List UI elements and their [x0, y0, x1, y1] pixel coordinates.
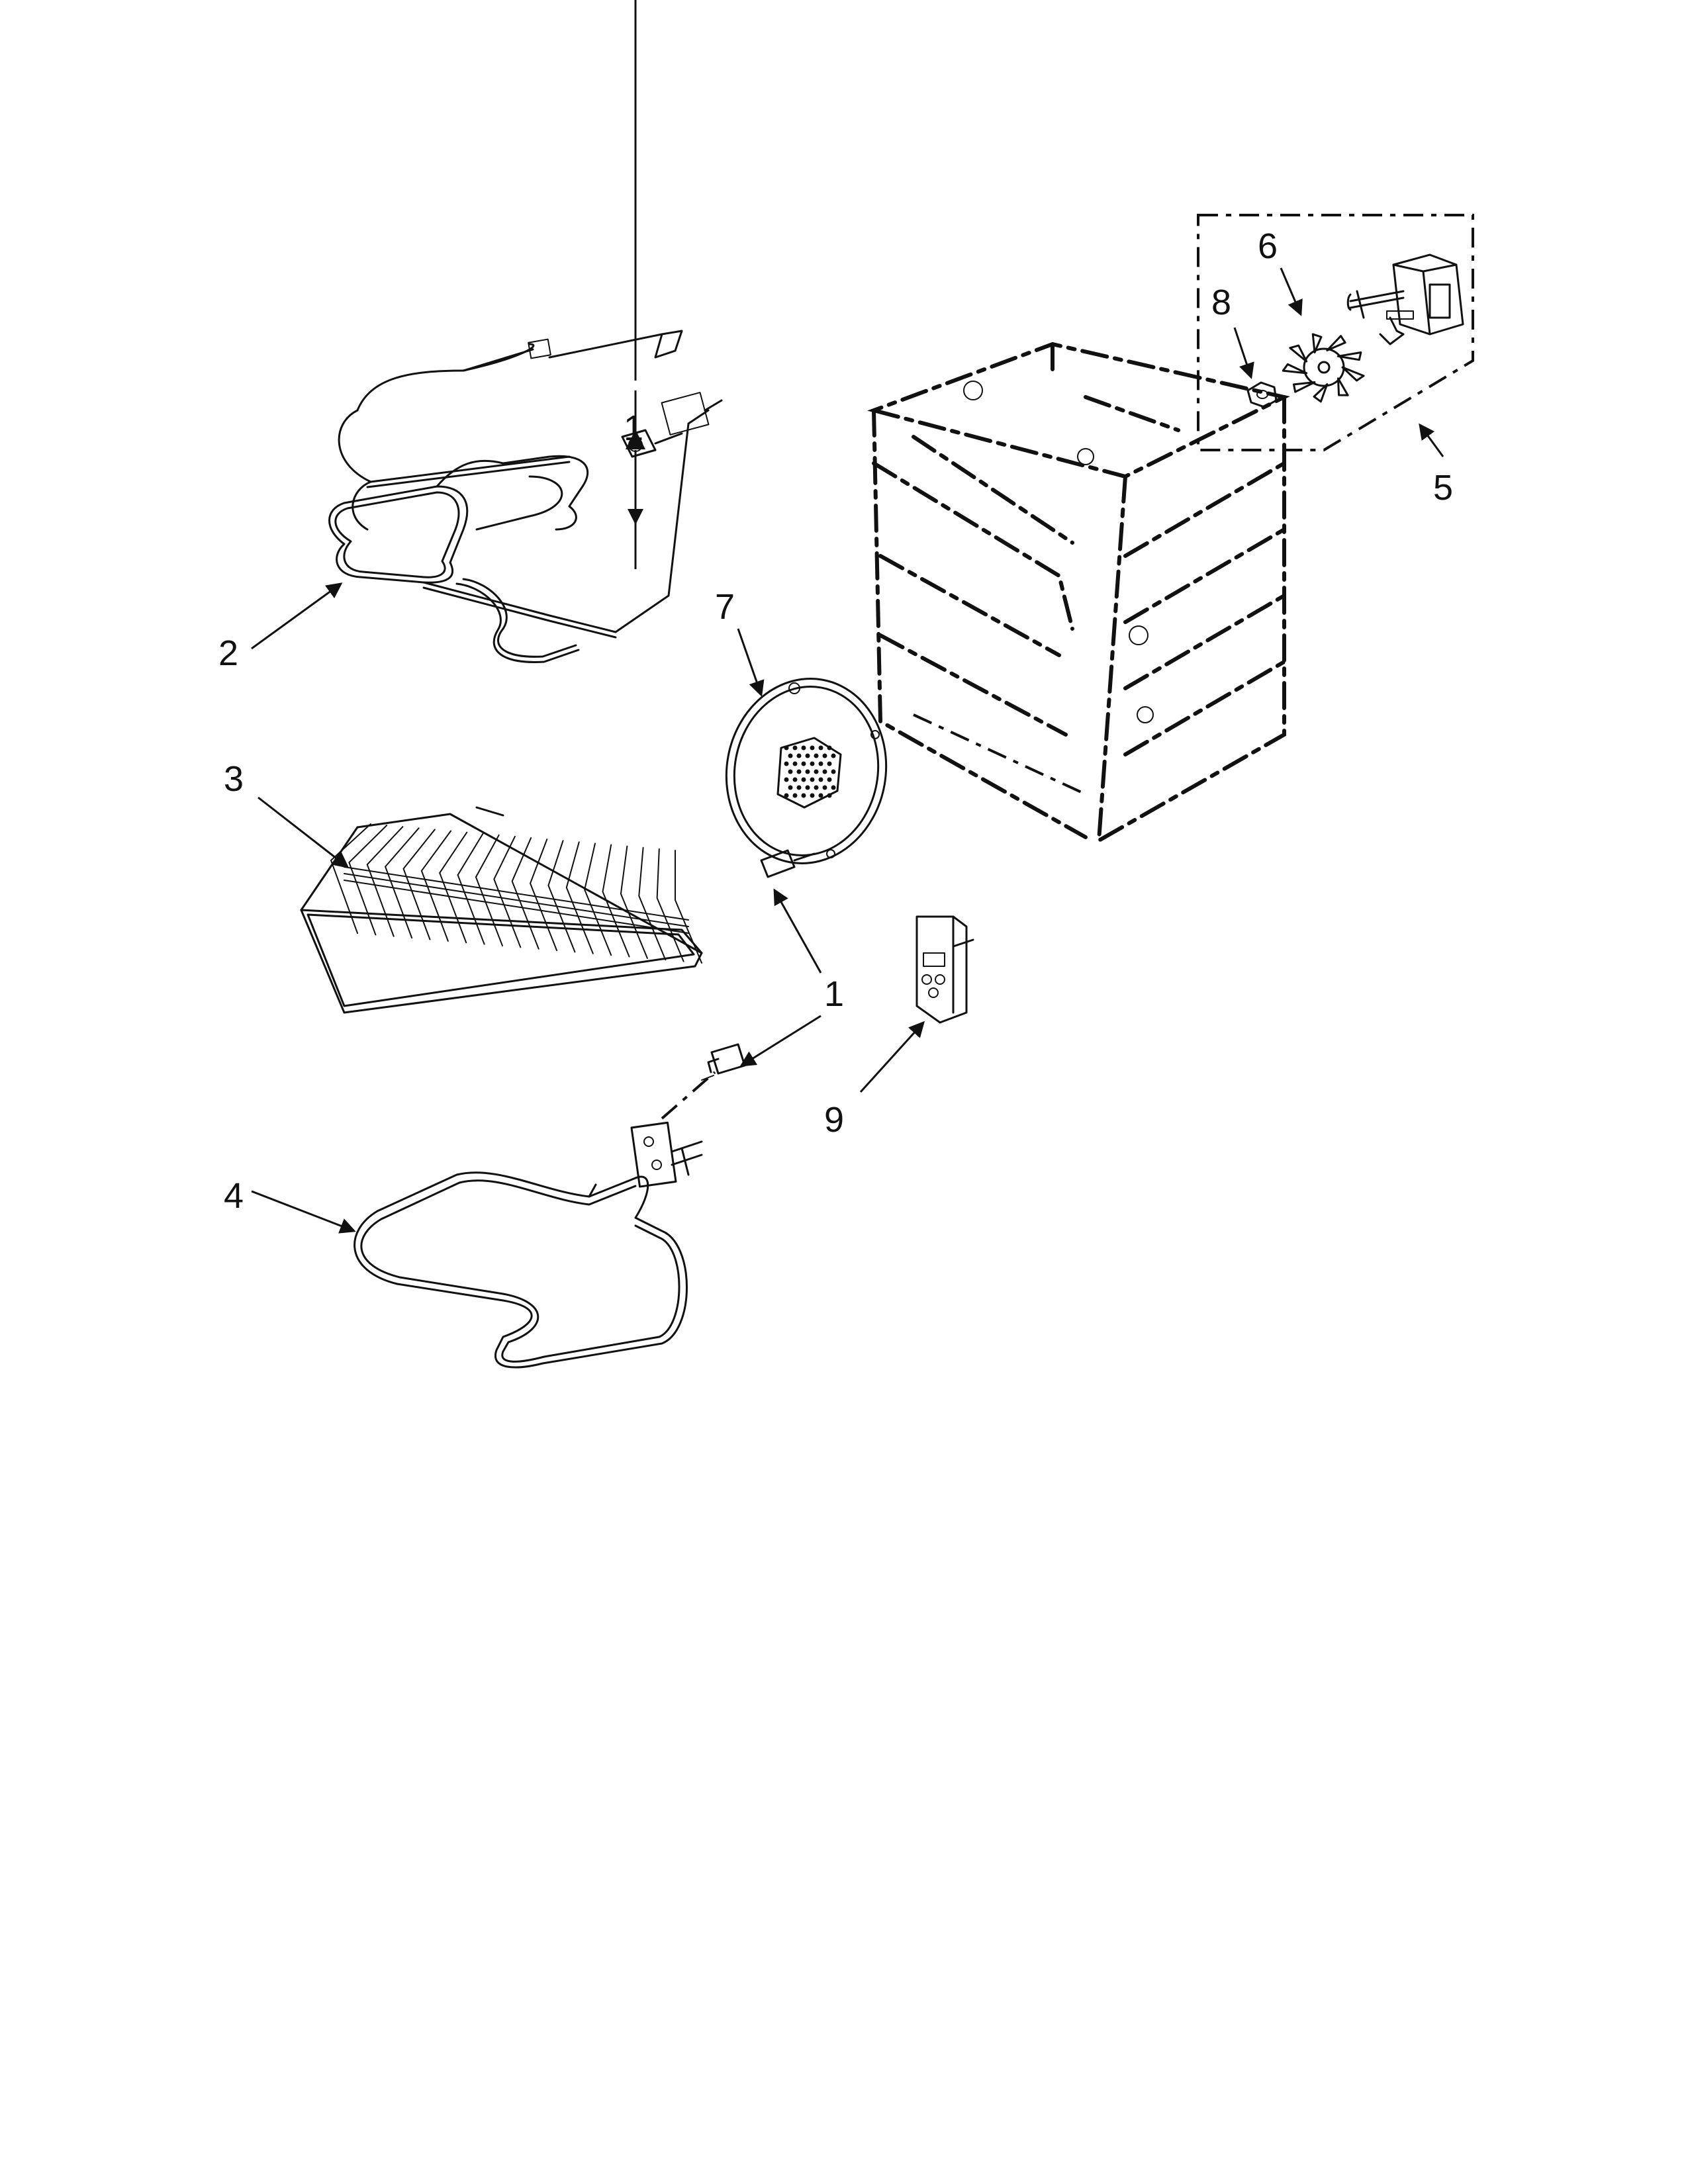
callout-5: 5 — [1433, 468, 1453, 508]
leader-5 — [1419, 423, 1444, 457]
leader-3 — [258, 796, 350, 868]
leader-6 — [1280, 267, 1303, 316]
callout-8: 8 — [1211, 283, 1231, 322]
callout-9: 9 — [824, 1100, 844, 1140]
fan-motor — [1346, 253, 1464, 345]
callout-1-upper: 1 — [624, 408, 643, 448]
fan-blade — [1282, 333, 1365, 403]
callout-3: 3 — [224, 759, 244, 799]
callout-2: 2 — [218, 633, 238, 673]
leader-4 — [251, 1190, 356, 1234]
leader-8 — [1233, 327, 1254, 379]
leader-7 — [737, 628, 765, 697]
callout-1-lower: 1 — [824, 974, 844, 1014]
leader-1-mid — [773, 888, 822, 974]
callout-4: 4 — [224, 1176, 244, 1216]
callout-6: 6 — [1258, 226, 1278, 266]
convection-fan-kit — [1197, 214, 1474, 451]
fan-cover — [725, 678, 888, 878]
bake-element — [353, 1121, 703, 1369]
leader-2 — [251, 582, 343, 650]
oven-cavity — [867, 341, 1290, 842]
leader-9 — [859, 1021, 925, 1093]
callout-7: 7 — [715, 587, 735, 627]
leader-1-lower — [739, 1015, 821, 1067]
oven-rack — [300, 806, 703, 1014]
hex-nut — [1246, 381, 1278, 408]
broil-element — [328, 330, 723, 663]
control-plate — [915, 915, 974, 1024]
